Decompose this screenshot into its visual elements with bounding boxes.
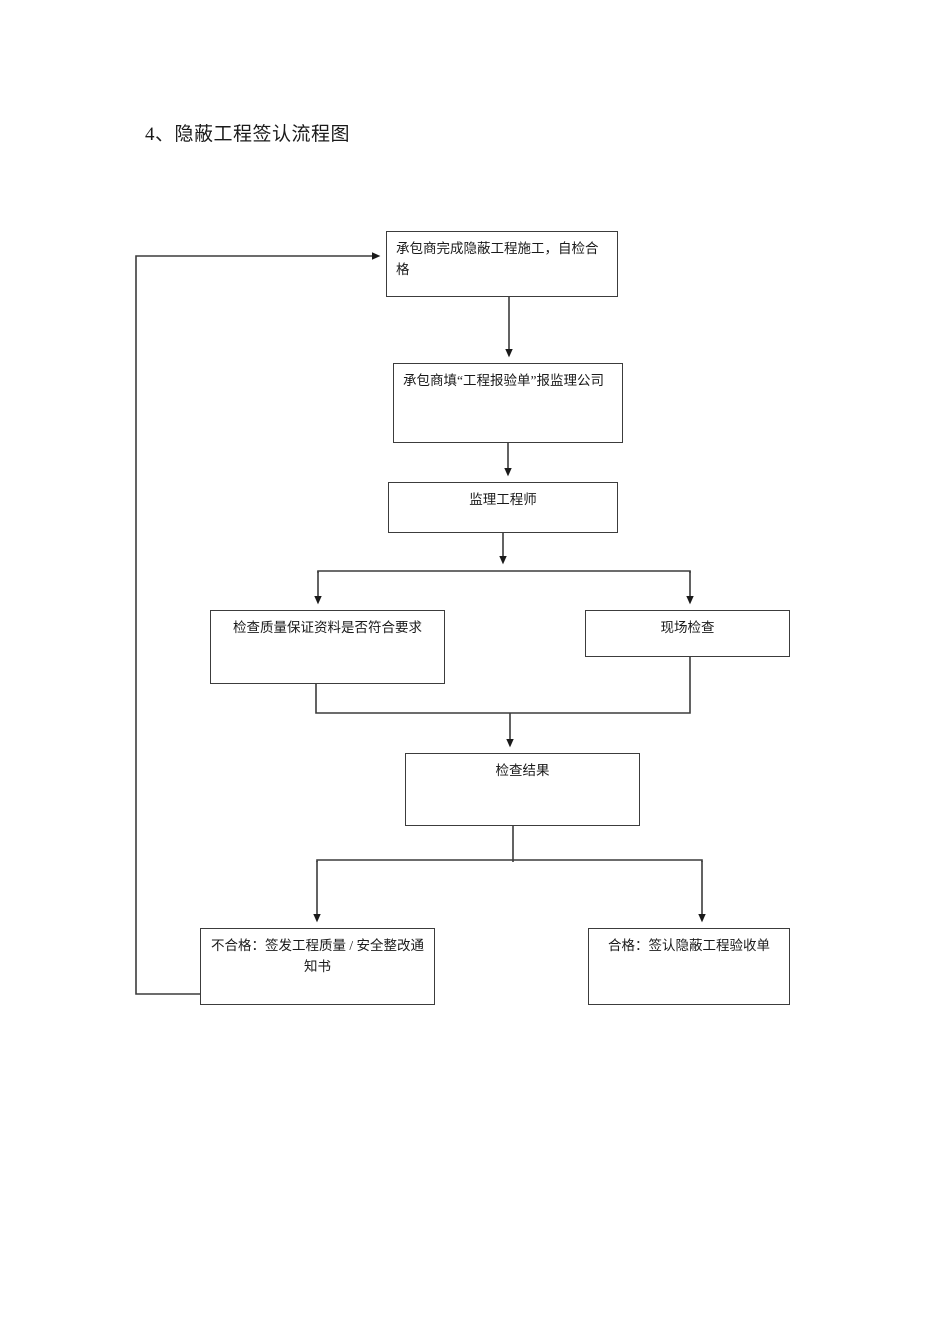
node-label-supervision-engineer: 监理工程师: [469, 492, 537, 507]
edge-merge-bar: [315, 657, 691, 714]
page-title: 4、隐蔽工程签认流程图: [145, 124, 351, 145]
node-label-contractor-completes: 承包商完成隐蔽工程施工，自检合格: [396, 241, 599, 277]
node-box-check-quality-documents[interactable]: [210, 610, 445, 684]
node-label-inspection-result: 检查结果: [495, 763, 550, 778]
node-box-supervision-engineer[interactable]: [388, 482, 618, 533]
edge-feedback-n7-n1: [135, 252, 381, 995]
node-label-submit-inspection-form: 承包商填“工程报验单”报监理公司: [403, 373, 604, 388]
node-box-inspection-result[interactable]: [405, 753, 640, 826]
node-label-pass-acceptance-form: 合格：签认隐蔽工程验收单: [608, 938, 770, 953]
node-box-contractor-completes[interactable]: [386, 231, 618, 297]
node-box-pass-acceptance-form[interactable]: [588, 928, 790, 1005]
node-label-site-inspection: 现场检查: [660, 620, 715, 635]
node-box-site-inspection[interactable]: [585, 610, 790, 657]
node-label-fail-rectification-notice: 不合格：签发工程质量 / 安全整改通知书: [210, 938, 424, 974]
node-label-check-quality-documents: 检查质量保证资料是否符合要求: [233, 620, 422, 635]
edge-split-bar-top: [317, 570, 691, 573]
edge-split-bar-bottom: [316, 859, 703, 862]
node-box-fail-rectification-notice[interactable]: [200, 928, 435, 1005]
node-box-submit-inspection-form[interactable]: [393, 363, 623, 443]
